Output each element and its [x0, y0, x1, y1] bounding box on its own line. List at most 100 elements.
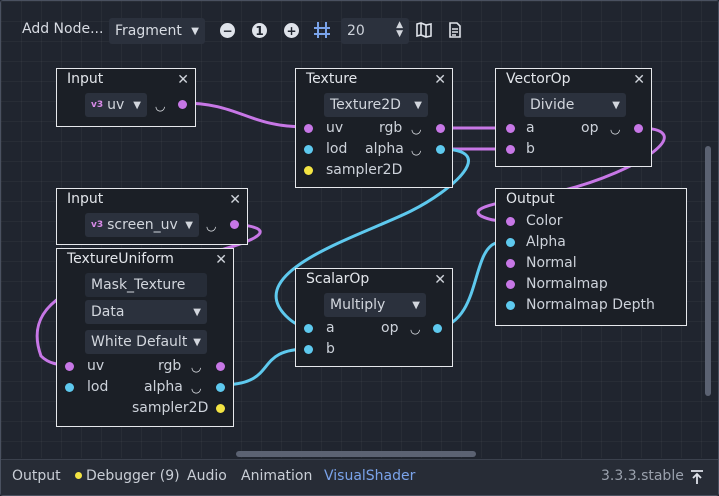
input-port-b[interactable]: [304, 345, 313, 354]
pin-icon[interactable]: [689, 469, 705, 485]
node-scalarop[interactable]: ScalarOp ✕ Multiply ▼ a op ◡ b: [295, 268, 453, 367]
output-label: alpha: [144, 379, 183, 395]
tab-output[interactable]: Output: [12, 468, 61, 484]
input-value: screen_uv: [107, 217, 178, 233]
output-port-uv[interactable]: [178, 100, 187, 109]
output-label: rgb: [158, 358, 182, 374]
close-icon[interactable]: ✕: [177, 72, 189, 88]
zoom-in-icon[interactable]: +: [284, 23, 299, 38]
snap-grid-icon[interactable]: [313, 21, 331, 39]
input-label: uv: [87, 358, 105, 374]
snap-value: 20: [347, 23, 365, 39]
texture-type-dropdown[interactable]: Data ▼: [85, 300, 207, 324]
version-label: 3.3.3.stable: [601, 468, 684, 484]
input-label: a: [526, 120, 535, 136]
vector3-icon: v3: [91, 220, 104, 230]
wire-uv-texture: [181, 101, 309, 129]
preview-eye-icon[interactable]: ◡: [610, 122, 621, 136]
default-color-dropdown[interactable]: White Default ▼: [85, 330, 207, 354]
tab-debugger[interactable]: Debugger (9): [75, 468, 180, 484]
output-port-alpha[interactable]: [216, 383, 225, 392]
shader-mode-dropdown[interactable]: Fragment ▼: [109, 18, 205, 44]
snap-value-spinbox[interactable]: 20 ▲▼: [341, 18, 409, 44]
chevron-down-icon: ▼: [193, 306, 201, 318]
tab-debugger-label: Debugger (9): [86, 468, 180, 484]
input-port-normalmap-depth[interactable]: [506, 301, 515, 310]
preview-eye-icon[interactable]: ◡: [410, 322, 421, 336]
chevron-down-icon: ▼: [185, 219, 193, 231]
input-dropdown[interactable]: v3 uv ▼: [85, 93, 147, 117]
input-dropdown[interactable]: v3 screen_uv ▼: [85, 213, 199, 237]
input-value: uv: [107, 97, 125, 113]
output-port-rgb[interactable]: [216, 362, 225, 371]
node-output[interactable]: Output Color Alpha Normal Normalmap Norm…: [495, 188, 687, 326]
operator-dropdown[interactable]: Divide ▼: [524, 93, 626, 117]
node-texture-uniform[interactable]: TextureUniform ✕ Mask_Texture Data ▼ Whi…: [56, 248, 234, 427]
chevron-down-icon: ▼: [193, 336, 201, 348]
horizontal-scrollbar[interactable]: [236, 451, 476, 457]
close-icon[interactable]: ✕: [633, 72, 645, 88]
tab-audio[interactable]: Audio: [187, 468, 227, 484]
node-texture[interactable]: Texture ✕ Texture2D ▼ uv rgb ◡ lod alpha…: [295, 68, 453, 188]
close-icon[interactable]: ✕: [229, 192, 241, 208]
output-label: alpha: [365, 141, 404, 157]
input-port-uv[interactable]: [65, 362, 74, 371]
input-port-lod[interactable]: [304, 145, 313, 154]
preview-eye-icon[interactable]: ◡: [191, 381, 202, 395]
default-color-label: White Default: [91, 334, 188, 350]
output-port-op[interactable]: [634, 124, 643, 133]
input-port-normal[interactable]: [506, 259, 515, 268]
input-port-alpha[interactable]: [506, 238, 515, 247]
output-port-screen-uv[interactable]: [230, 220, 239, 229]
input-label: sampler2D: [326, 162, 403, 178]
preview-eye-icon[interactable]: ◡: [411, 122, 422, 136]
input-label: uv: [326, 120, 344, 136]
input-port-lod[interactable]: [65, 383, 74, 392]
input-port-normalmap[interactable]: [506, 280, 515, 289]
operator-dropdown[interactable]: Multiply ▼: [324, 293, 426, 317]
spin-arrows-icon[interactable]: ▲▼: [396, 20, 403, 39]
input-label: Color: [526, 213, 563, 229]
chevron-down-icon: ▼: [612, 99, 620, 111]
zoom-reset-button[interactable]: 1: [252, 23, 267, 38]
close-icon[interactable]: ✕: [434, 72, 446, 88]
node-vectorop[interactable]: VectorOp ✕ Divide ▼ a op ◡ b: [495, 68, 652, 167]
input-port-a[interactable]: [506, 124, 515, 133]
close-icon[interactable]: ✕: [434, 272, 446, 288]
close-icon[interactable]: ✕: [215, 252, 227, 268]
input-port-b[interactable]: [506, 145, 515, 154]
texture-type-dropdown[interactable]: Texture2D ▼: [324, 93, 428, 117]
document-icon[interactable]: [447, 21, 463, 39]
tab-animation[interactable]: Animation: [241, 468, 313, 484]
zoom-out-icon[interactable]: −: [220, 23, 235, 38]
preview-eye-icon[interactable]: ◡: [191, 360, 202, 374]
output-label: op: [381, 320, 399, 336]
chevron-down-icon: ▼: [191, 25, 199, 37]
vertical-scrollbar[interactable]: [705, 146, 711, 396]
input-port-uv[interactable]: [304, 124, 313, 133]
node-input-uv[interactable]: Input ✕ v3 uv ▼ ◡: [56, 68, 196, 127]
node-title: ScalarOp: [306, 271, 370, 287]
add-node-button[interactable]: Add Node...: [22, 21, 104, 37]
uniform-name-field[interactable]: Mask_Texture: [85, 273, 207, 297]
visual-shader-graph[interactable]: Add Node... Fragment ▼ − 1 + 20 ▲▼ Input…: [1, 1, 718, 458]
node-input-screen-uv[interactable]: Input ✕ v3 screen_uv ▼ ◡: [56, 188, 248, 245]
output-port-sampler2d[interactable]: [216, 404, 225, 413]
output-port-alpha[interactable]: [436, 145, 445, 154]
minimap-icon[interactable]: [415, 21, 433, 39]
tab-visualshader[interactable]: VisualShader: [324, 468, 416, 484]
input-port-sampler2d[interactable]: [304, 166, 313, 175]
chevron-down-icon: ▼: [414, 99, 422, 111]
output-port-rgb[interactable]: [436, 124, 445, 133]
preview-eye-icon[interactable]: ◡: [411, 143, 422, 157]
output-label: sampler2D: [132, 400, 209, 416]
input-port-a[interactable]: [304, 324, 313, 333]
chevron-down-icon: ▼: [412, 299, 420, 311]
preview-eye-icon[interactable]: ◡: [206, 219, 217, 233]
output-port-op[interactable]: [433, 324, 442, 333]
input-port-color[interactable]: [506, 217, 515, 226]
input-label: Normalmap Depth: [526, 297, 655, 313]
node-title: VectorOp: [506, 71, 571, 87]
input-label: b: [526, 141, 535, 157]
preview-eye-icon[interactable]: ◡: [155, 99, 166, 113]
